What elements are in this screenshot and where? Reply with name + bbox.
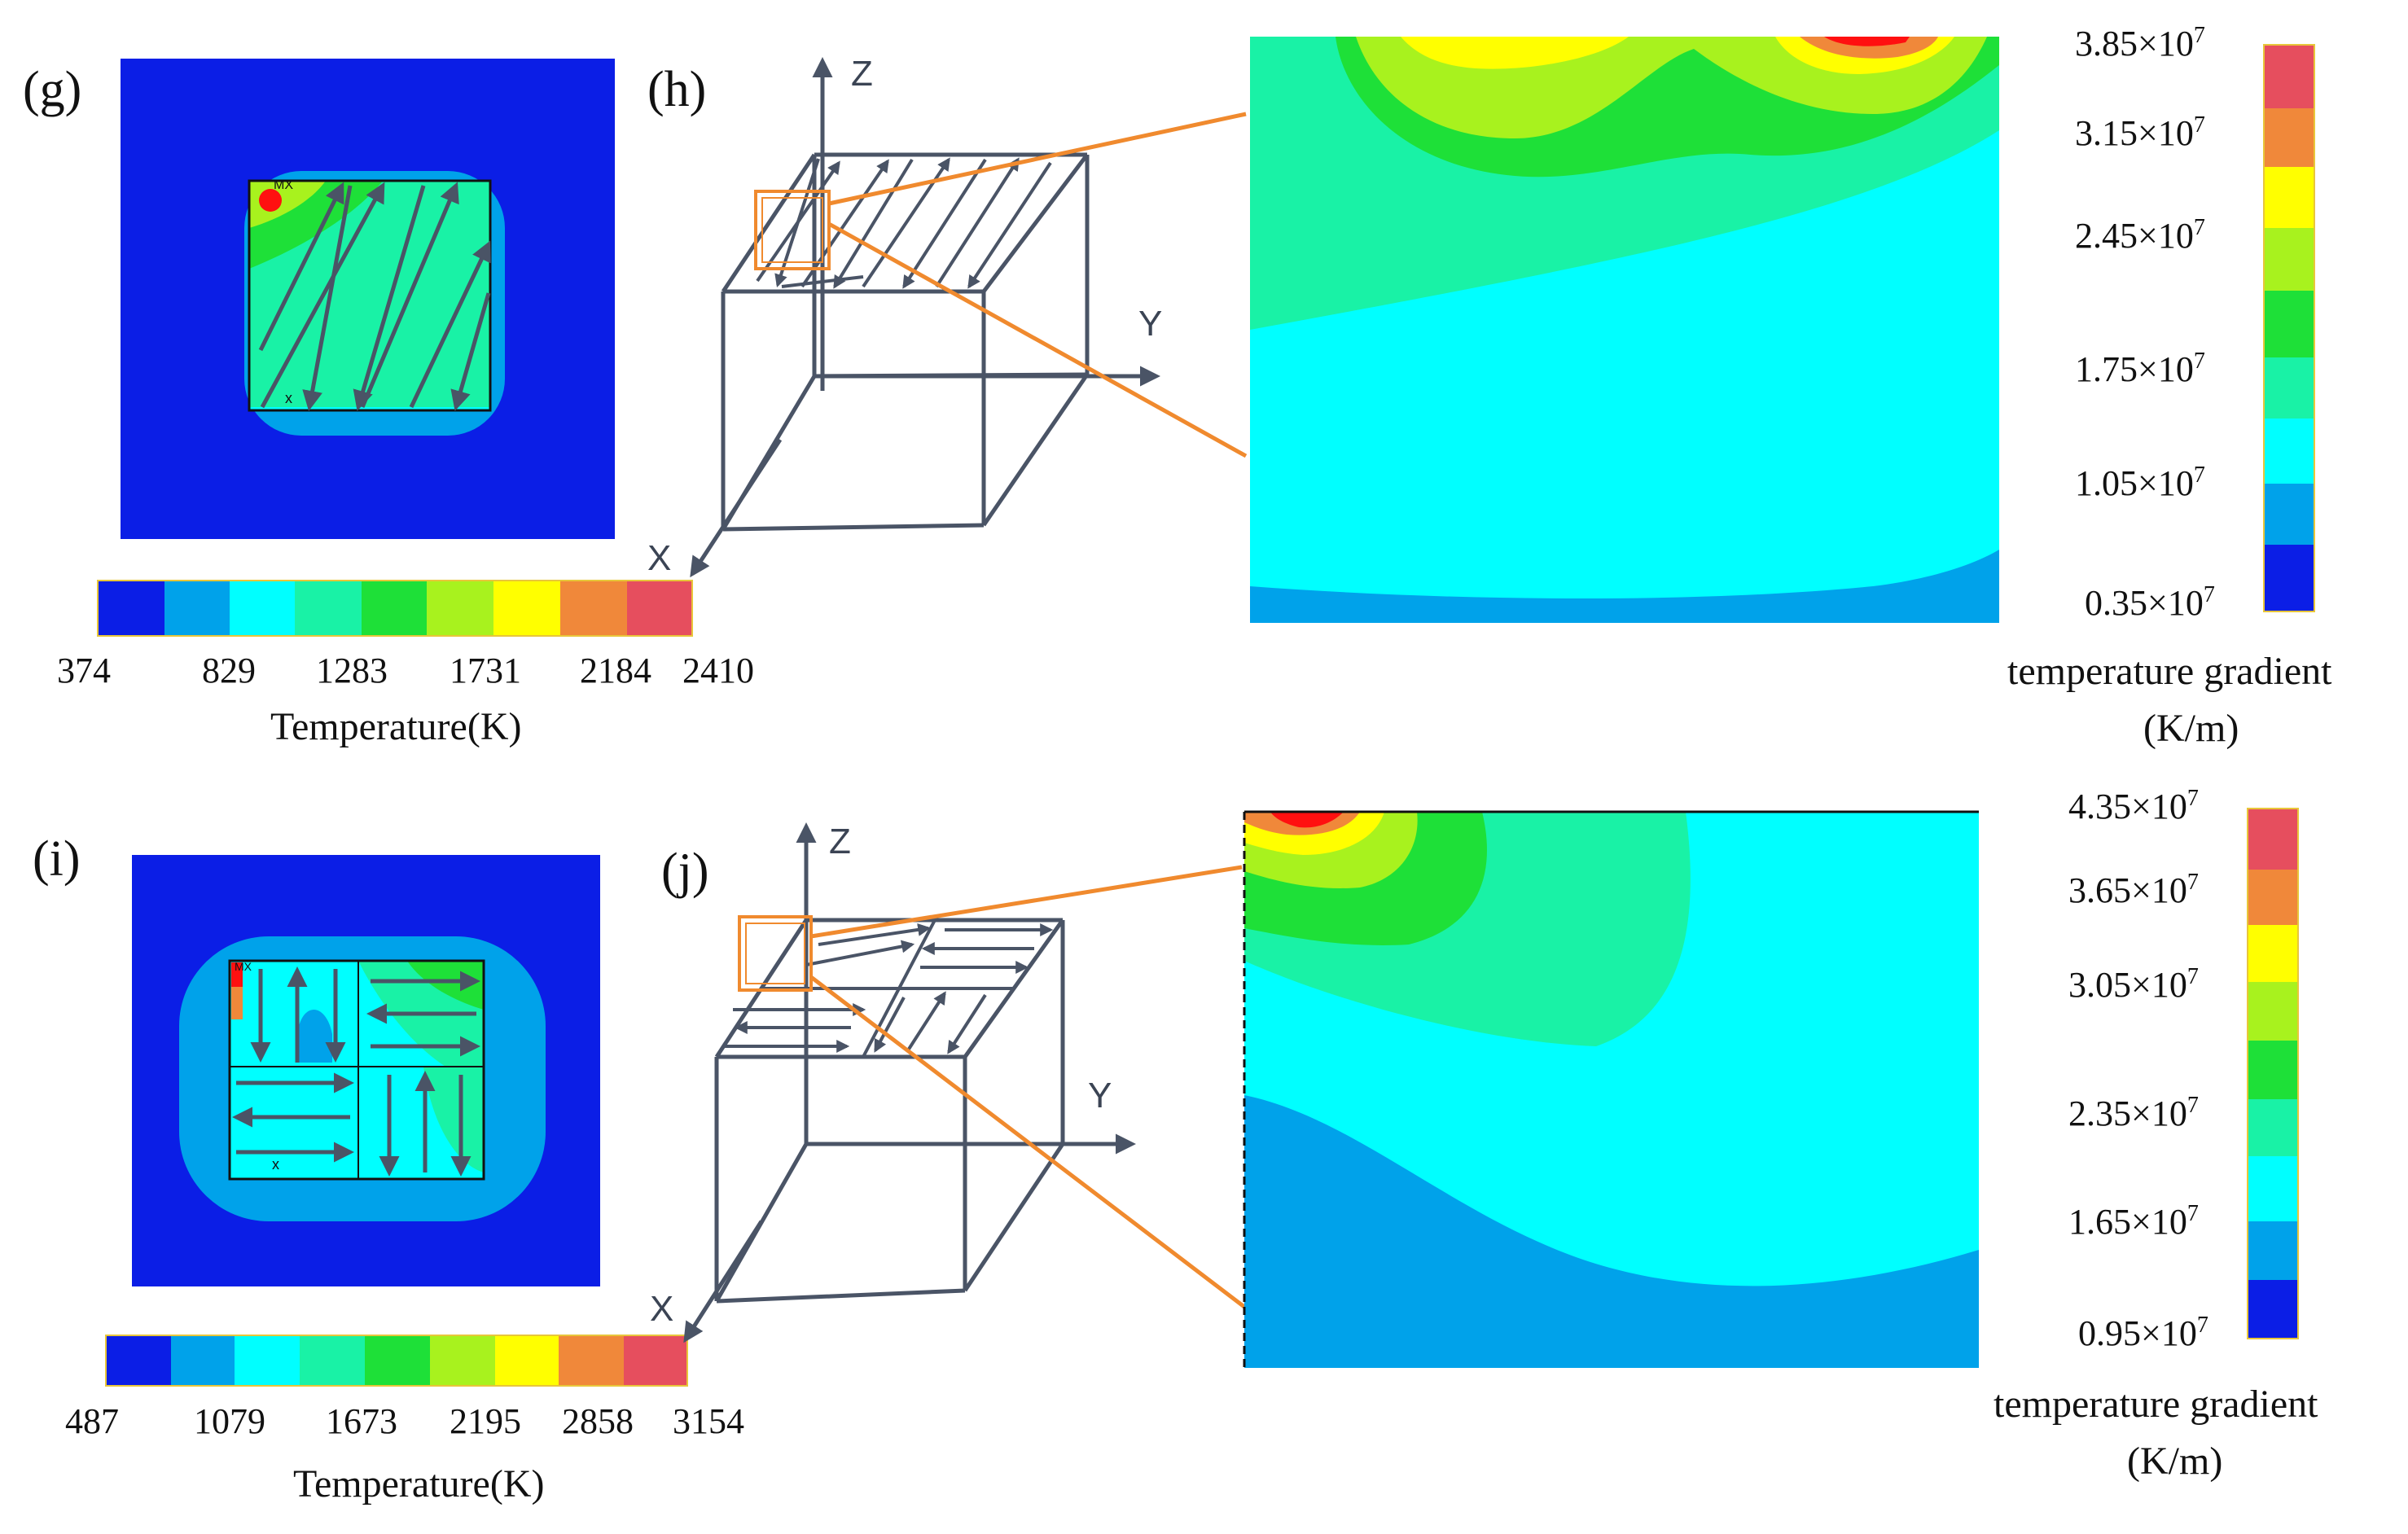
temperature-colorbar-i: 487 1079 1673 2195 2858 3154 Temperature… [65, 1335, 744, 1506]
colorbar-unit: (K/m) [2143, 707, 2239, 750]
callout-line [809, 975, 1246, 1308]
colorbar-tick: 1731 [450, 651, 521, 690]
colorbar-tick: 0.95×107 [2078, 1313, 2208, 1353]
gradient-hotspot [1270, 812, 1344, 828]
x-axis-arrow [683, 1220, 764, 1343]
gradient-zone-lightblue [297, 1010, 332, 1063]
origin-marker: x [272, 1156, 279, 1172]
gradient-zone-lightblue [1244, 1095, 1979, 1368]
x-axis-label: X [650, 1289, 673, 1329]
zoom-box [738, 915, 813, 992]
gradient-zoom-bottom [1243, 810, 1979, 1368]
colorbar-tick: 2410 [682, 651, 754, 690]
colorbar-tick: 4.35×107 [2068, 786, 2199, 826]
colorbar-tick: 0.35×107 [2085, 582, 2215, 623]
colorbar-tick: 1283 [316, 651, 388, 690]
colorbar-tick: 1.05×107 [2075, 462, 2205, 503]
gradient-hotspot [1824, 37, 1910, 46]
zoom-box [754, 190, 831, 270]
panel-label-h: (h) [647, 62, 706, 117]
scan-arrow [409, 240, 491, 409]
panel-label-g: (g) [23, 62, 81, 117]
scan-arrow [258, 182, 344, 352]
melt-pool-hotspot [259, 189, 282, 212]
gradient-zone-lightblue [1250, 550, 1999, 623]
cube-wireframe [714, 918, 1065, 1304]
scan-path-diagonal [258, 182, 491, 411]
colorbar-title: Temperature(K) [270, 705, 521, 748]
y-axis-label: Y [1088, 1076, 1112, 1115]
panel-i: (i) MX x [33, 831, 744, 1506]
z-axis-label: Z [829, 822, 851, 861]
gradient-zone-orange [231, 987, 243, 1019]
panel-label-i: (i) [33, 831, 81, 887]
colorbar-tick: 3.85×107 [2075, 23, 2205, 64]
panel-g: (g) MX x [23, 59, 754, 748]
colorbar-tick: 3154 [673, 1401, 744, 1441]
colorbar-tick: 3.05×107 [2068, 964, 2199, 1005]
z-axis-label: Z [851, 54, 873, 94]
colorbar-title: Temperature(K) [293, 1462, 544, 1506]
colorbar-tick: 1.65×107 [2068, 1201, 2199, 1242]
callout-line [810, 865, 1243, 939]
colorbar-tick: 3.65×107 [2068, 870, 2199, 910]
colorbar-tick: 374 [57, 651, 111, 690]
gradient-zone-yellow [1401, 37, 1629, 69]
scan-path-island [232, 966, 480, 1177]
axis-arrows [683, 822, 1136, 1343]
colorbar-unit: (K/m) [2127, 1440, 2222, 1483]
melt-pool-hotspot [231, 962, 243, 987]
colorbar-tick: 2184 [580, 651, 651, 690]
zoom-box-inner [761, 197, 823, 263]
colorbar-title: temperature gradient [2007, 650, 2332, 693]
scan-region-border [228, 959, 485, 1181]
origin-marker: x [285, 390, 292, 406]
gradient-zoom-top [1250, 37, 1999, 623]
callout-line [827, 221, 1248, 458]
colorbar-tick: 1.75×107 [2075, 348, 2205, 389]
panel-h: (h) Z Y X [647, 54, 1248, 578]
colorbar-tick: 1673 [326, 1401, 397, 1441]
gradient-colorbar-top: 3.85×107 3.15×107 2.45×107 1.75×107 1.05… [2007, 23, 2332, 750]
max-marker: MX [274, 178, 293, 192]
colorbar-title: temperature gradient [1994, 1383, 2318, 1426]
colorbar-tick: 3.15×107 [2075, 112, 2205, 153]
scan-arrow [353, 185, 426, 411]
panel-label-j: (j) [661, 844, 709, 899]
colorbar-tick: 2.45×107 [2075, 215, 2205, 256]
colorbar-tick: 2858 [562, 1401, 634, 1441]
top-face-scan-path [756, 157, 1052, 289]
colorbar-tick: 487 [65, 1401, 119, 1441]
gradient-colorbar-bottom: 4.35×107 3.65×107 3.05×107 2.35×107 1.65… [1994, 786, 2318, 1483]
scan-arrow [260, 182, 385, 409]
scan-arrow [360, 182, 459, 408]
y-axis-label: Y [1138, 304, 1162, 344]
x-axis-arrow [690, 438, 783, 578]
x-axis-label: X [647, 538, 671, 578]
panel-j: (j) Z Y X [650, 822, 1246, 1343]
scan-arrow [450, 292, 491, 411]
max-marker: MX [235, 960, 252, 973]
colorbar-tick: 829 [202, 651, 256, 690]
cube-wireframe [721, 152, 1090, 532]
callout-line [828, 112, 1247, 206]
colorbar-tick: 2195 [450, 1401, 521, 1441]
colorbar-tick: 2.35×107 [2068, 1093, 2199, 1133]
colorbar-tick: 1079 [194, 1401, 265, 1441]
zoom-box-inner [745, 923, 805, 984]
temperature-colorbar-g: 374 829 1283 1731 2184 2410 Temperature(… [57, 580, 754, 748]
gradient-zone-seagreen [423, 1067, 484, 1172]
scan-arrow [302, 185, 353, 411]
